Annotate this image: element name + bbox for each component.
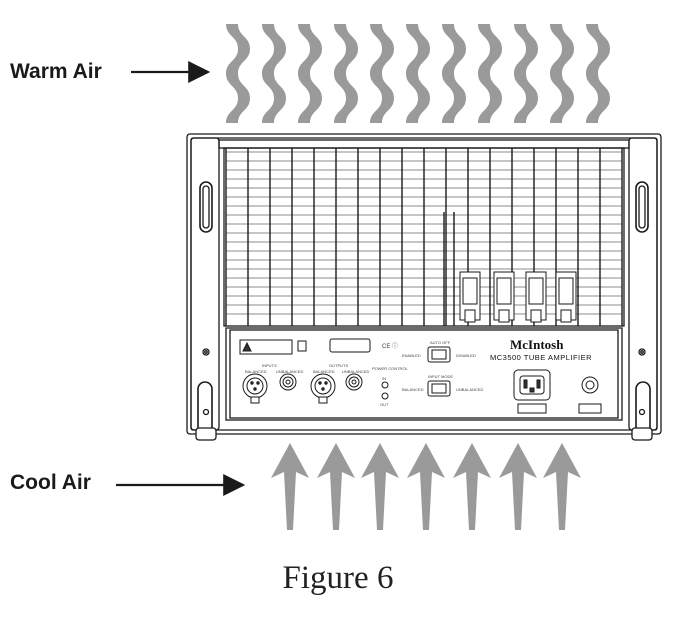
input-mode-label: INPUT MODE (428, 374, 453, 379)
figure-caption: Figure 6 (282, 560, 394, 596)
cool-air-arrow (271, 443, 309, 530)
auto-off-label: AUTO OFF (430, 340, 451, 345)
warm-air-plume (262, 24, 286, 123)
cool-air-arrow (543, 443, 581, 530)
power-control-label: POWER CONTROL (372, 366, 409, 371)
output-balanced-label: BALANCED (313, 369, 335, 374)
tube-cage-grille (225, 148, 623, 326)
model-name: MC3500 TUBE AMPLIFIER (490, 353, 592, 362)
warm-air-plume (298, 24, 322, 123)
power-out-label: OUT (380, 402, 389, 407)
warm-air-plume (478, 24, 502, 123)
warm-air-plume (226, 24, 250, 123)
warm-air-plume (406, 24, 430, 123)
rear-panel-connectors (239, 338, 602, 414)
disabled-label: DISABLED (456, 353, 476, 358)
mode-balanced-label: BALANCED (402, 387, 424, 392)
outputs-label: OUTPUTS (329, 363, 348, 368)
cool-air-label: Cool Air (10, 471, 91, 494)
cool-air-arrow (361, 443, 399, 530)
cool-air-arrow (317, 443, 355, 530)
mode-unbalanced-label: UNBALANCED (456, 387, 483, 392)
input-balanced-label: BALANCED (245, 369, 267, 374)
warm-air-plume (334, 24, 358, 123)
enabled-label: ENABLED (402, 353, 421, 358)
warm-air-plume (370, 24, 394, 123)
rear-panel-text: McIntosh MC3500 TUBE AMPLIFIER INPUTS OU… (245, 337, 592, 407)
warm-air-plume (586, 24, 610, 123)
warm-air-plumes (226, 24, 610, 123)
input-unbalanced-label: UNBALANCED (276, 369, 303, 374)
inputs-label: INPUTS (262, 363, 277, 368)
power-in-label: IN (382, 376, 386, 381)
warm-air-label: Warm Air (10, 60, 102, 83)
cool-air-arrow (499, 443, 537, 530)
cool-air-arrows (271, 443, 581, 530)
output-transformers (459, 271, 577, 323)
warm-air-plume (514, 24, 538, 123)
warm-air-plume (550, 24, 574, 123)
warm-air-plume (442, 24, 466, 123)
ce-mark: CE ⓘ (382, 342, 398, 350)
output-unbalanced-label: UNBALANCED (342, 369, 369, 374)
cool-air-arrow (453, 443, 491, 530)
cool-air-arrow (407, 443, 445, 530)
brand-logo: McIntosh (510, 337, 564, 352)
